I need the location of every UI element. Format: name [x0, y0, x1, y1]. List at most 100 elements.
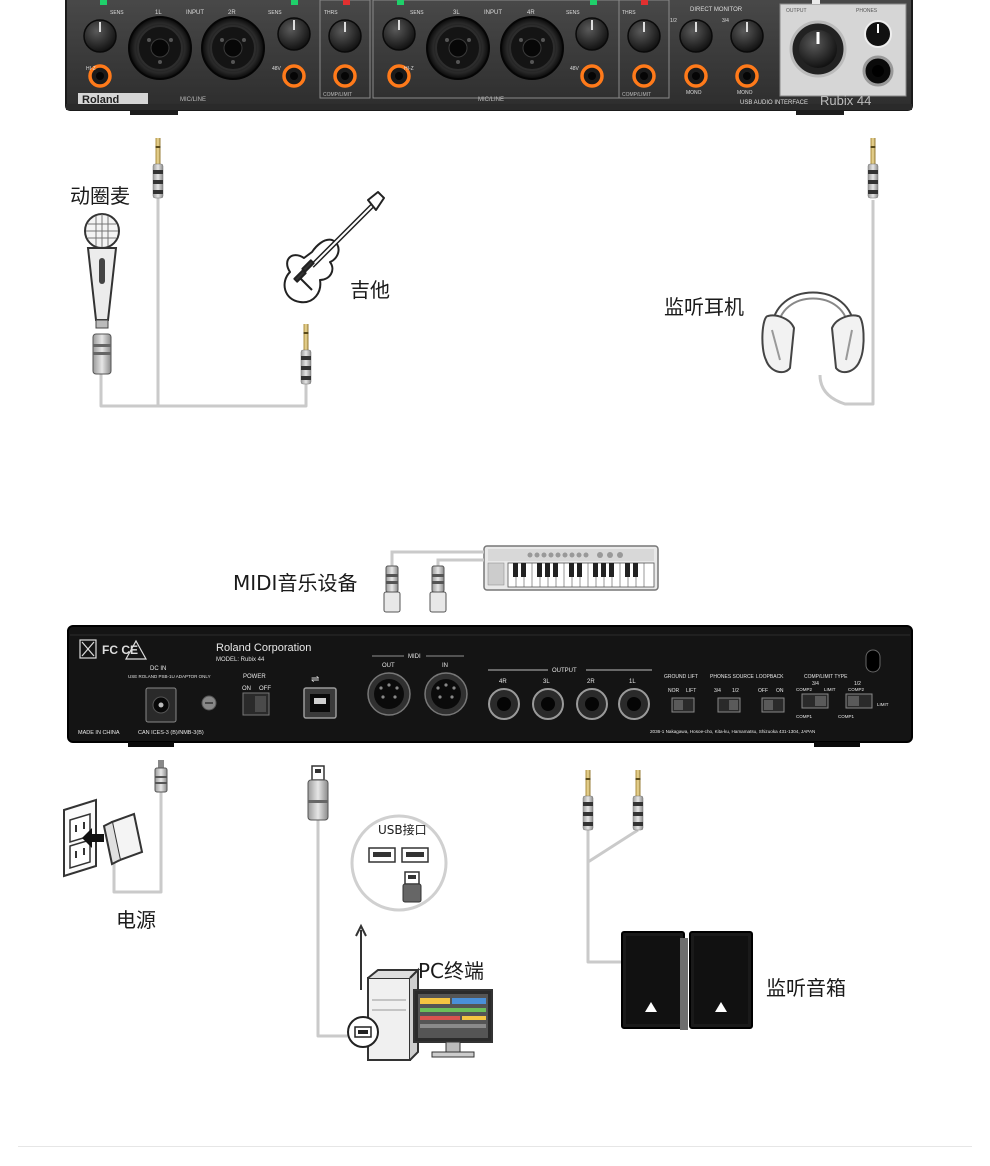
mono-label-2: MONO	[737, 90, 753, 96]
limit-label-2: LIMIT	[877, 702, 889, 707]
midi-keyboard-icon	[483, 545, 659, 591]
48v-label-2: 48V	[570, 66, 580, 72]
comp2-label-1: COMP2	[796, 687, 813, 692]
ct-12-label: 1/2	[854, 681, 861, 687]
out-2r-label: 2R	[587, 679, 595, 685]
power-on-label: ON	[242, 686, 251, 692]
pc-icon	[347, 923, 493, 1061]
nor-label: NOR	[668, 688, 680, 694]
sens-label-1: SENS	[110, 10, 124, 16]
dm-12-label: 1/2	[670, 18, 677, 24]
power-adapter-icon	[102, 812, 144, 866]
usb-cable-plug	[307, 765, 329, 821]
midi-in-label: IN	[442, 663, 448, 669]
headphone-cable-plug	[867, 137, 879, 199]
power-cable-plug	[154, 760, 168, 793]
usb-audio-interface-label: USB AUDIO INTERFACE	[740, 100, 808, 106]
ps-12-label: 1/2	[732, 688, 739, 694]
comp1-label-1: COMP1	[796, 714, 813, 719]
mic-line-label-1: MIC/LINE	[180, 97, 206, 103]
sens-label-4: SENS	[566, 10, 580, 16]
bottom-divider	[18, 1146, 972, 1147]
loopback-label: LOOPBACK	[756, 674, 784, 680]
out-3l-label: 3L	[543, 679, 550, 685]
out-4r-label: 4R	[499, 679, 507, 685]
thrs-label-1: THRS	[324, 10, 338, 16]
ch-3l-label: 3L	[453, 10, 460, 16]
front-panel-labels: Roland Rubix 44 USB AUDIO INTERFACE MIC/…	[78, 7, 878, 108]
midi-cables	[390, 550, 484, 566]
rear-panel-labels: Roland Corporation MODEL: Rubix 44 DC IN…	[78, 642, 889, 736]
loopback-on-label: ON	[776, 688, 784, 694]
thrs-label-2: THRS	[622, 10, 636, 16]
model-label: MODEL: Rubix 44	[216, 657, 265, 663]
canices-label: CAN ICES-3 (B)/NMB-3(B)	[138, 730, 204, 736]
dynamic-mic-label: 动圈麦	[70, 184, 130, 208]
midi-out-label: OUT	[382, 663, 395, 669]
midi-device-label: MIDI音乐设备	[233, 571, 358, 595]
lift-label: LIFT	[686, 688, 696, 694]
input-label-1: INPUT	[186, 10, 204, 16]
rear-output-label: OUTPUT	[552, 668, 577, 674]
direct-monitor-label: DIRECT MONITOR	[690, 7, 743, 13]
ct-34-label: 3/4	[812, 681, 819, 687]
ch-1l-label: 1L	[155, 10, 162, 16]
made-in-label: MADE IN CHINA	[78, 730, 120, 736]
hiz-label-1: HI-Z	[86, 66, 96, 72]
dm-34-label: 3/4	[722, 18, 729, 24]
guitar-cable-plug	[300, 323, 312, 385]
ps-34-label: 3/4	[714, 688, 721, 694]
wall-outlet-icon	[63, 798, 104, 878]
usb-port-label: USB接口	[378, 823, 427, 837]
usb-port-callout	[350, 814, 448, 912]
ch-4r-label: 4R	[527, 10, 535, 16]
dc-in-label: DC IN	[150, 666, 166, 672]
comp1-label-2: COMP1	[838, 714, 855, 719]
limit-label-1: LIMIT	[824, 687, 836, 692]
input-label-2: INPUT	[484, 10, 502, 16]
model-logo: Rubix 44	[820, 93, 871, 108]
midi-plugs	[383, 565, 447, 613]
phones-label-front: PHONES	[856, 8, 878, 14]
power-off-label: OFF	[259, 686, 271, 692]
mic-cable-plug	[152, 137, 164, 199]
rear-panel: FC CE	[67, 625, 913, 747]
hiz-label-2: HI-Z	[404, 66, 414, 72]
speakers-label: 监听音箱	[766, 976, 846, 1000]
dynamic-mic-icon	[84, 213, 120, 375]
mic-line-label-2: MIC/LINE	[478, 97, 504, 103]
midi-label: MIDI	[408, 654, 421, 660]
comp2-label-2: COMP2	[848, 687, 865, 692]
48v-label-1: 48V	[272, 66, 282, 72]
comp-type-label: COMP/LIMIT TYPE	[804, 674, 848, 680]
comp-limit-label-2: COMP/LIMIT	[622, 92, 651, 98]
headphones-icon	[761, 291, 865, 374]
monitor-speakers-icon	[621, 931, 753, 1030]
mono-label-1: MONO	[686, 90, 702, 96]
guitar-label: 吉他	[350, 278, 390, 302]
adaptor-label: USE ROLAND PSB-1U ADAPTOR ONLY	[128, 674, 211, 679]
out-1l-label: 1L	[629, 679, 636, 685]
front-panel	[65, 0, 913, 115]
top-cables	[99, 198, 875, 408]
corp-label: Roland Corporation	[216, 642, 311, 654]
sens-label-3: SENS	[410, 10, 424, 16]
pc-label: PC终端	[418, 959, 485, 983]
sens-label-2: SENS	[268, 10, 282, 16]
ground-lift-label: GROUND LIFT	[664, 674, 698, 680]
bottom-cables	[112, 790, 639, 1038]
address-label: 2036-1 Nakagawa, Hosoe-cho, Kita-ku, Ham…	[650, 729, 815, 734]
ch-2r-label: 2R	[228, 10, 236, 16]
power-label: POWER	[243, 674, 266, 680]
speaker-left-plug	[582, 769, 594, 831]
headphones-label: 监听耳机	[664, 295, 744, 319]
speaker-right-plug	[632, 769, 644, 831]
usb-symbol: ⇌	[311, 674, 319, 685]
comp-limit-label-1: COMP/LIMIT	[323, 92, 352, 98]
brand-logo: Roland	[82, 94, 119, 106]
output-label-front: OUTPUT	[786, 8, 807, 14]
power-label-cn: 电源	[116, 908, 156, 932]
svg-text:FC CE: FC CE	[102, 643, 138, 657]
loopback-off-label: OFF	[758, 688, 768, 694]
